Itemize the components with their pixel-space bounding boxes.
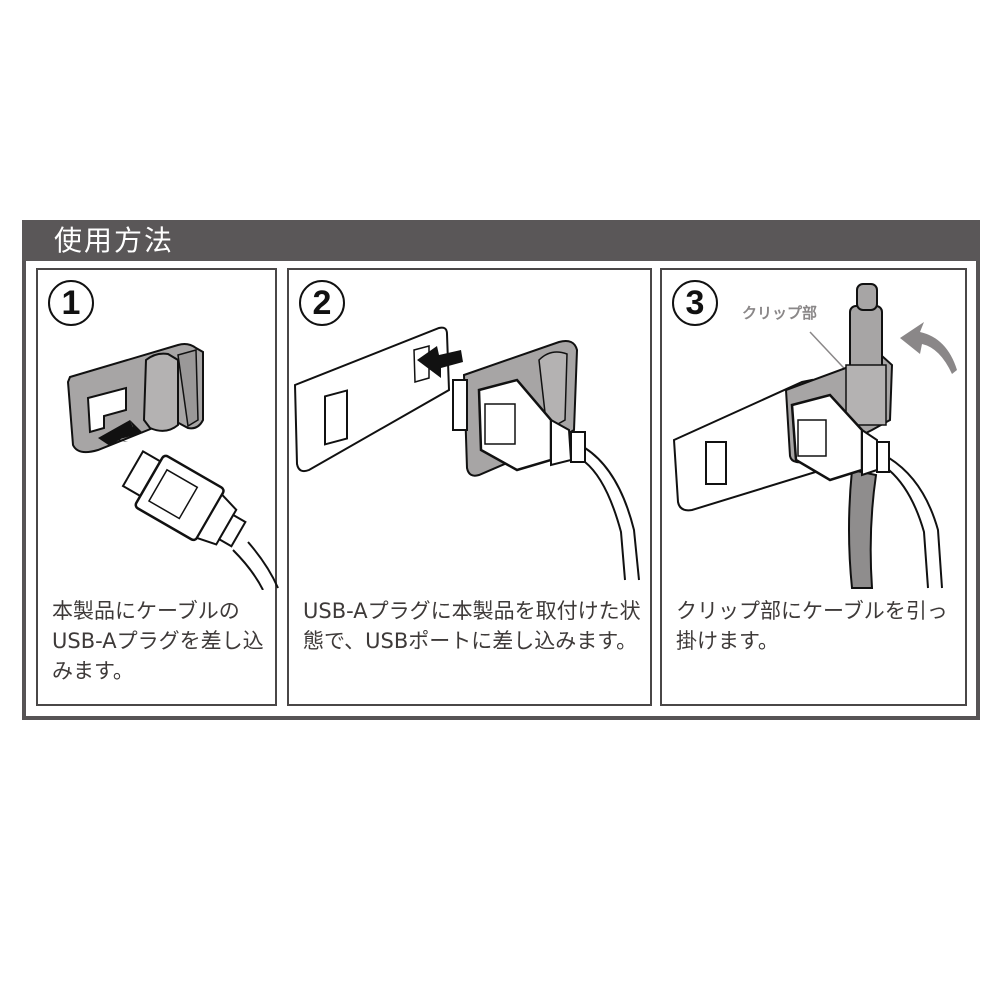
step-panel-1: 1 本製品にケーブルのUSB-Aプラグを差し込みます。	[36, 268, 279, 706]
section-title: 使用方法	[54, 224, 175, 257]
step-number-badge: 3	[672, 280, 718, 326]
section-header: 使用方法	[22, 220, 980, 261]
step-number-badge: 1	[48, 280, 94, 326]
step-description: USB-Aプラグに本製品を取付けた状態で、USBポートに差し込みます。	[303, 599, 641, 653]
step-description: クリップ部にケーブルを引っ掛けます。	[676, 599, 948, 653]
clip-hook-illustration	[672, 283, 957, 589]
step-panel-2: 2 USB-Aプラグに本製品を取付けた状態で、USBポートに差し込みます。	[287, 268, 652, 706]
clip-insert-illustration	[66, 343, 279, 590]
usb-port-insert-illustration	[293, 326, 640, 581]
clip-part-callout: クリップ部	[742, 304, 818, 322]
step-number-badge: 2	[299, 280, 345, 326]
step-description: 本製品にケーブルのUSB-Aプラグを差し込みます。	[52, 599, 264, 683]
step-panel-3: 3 クリップ部 クリップ部にケーブルを引っ掛けます。	[660, 268, 967, 706]
